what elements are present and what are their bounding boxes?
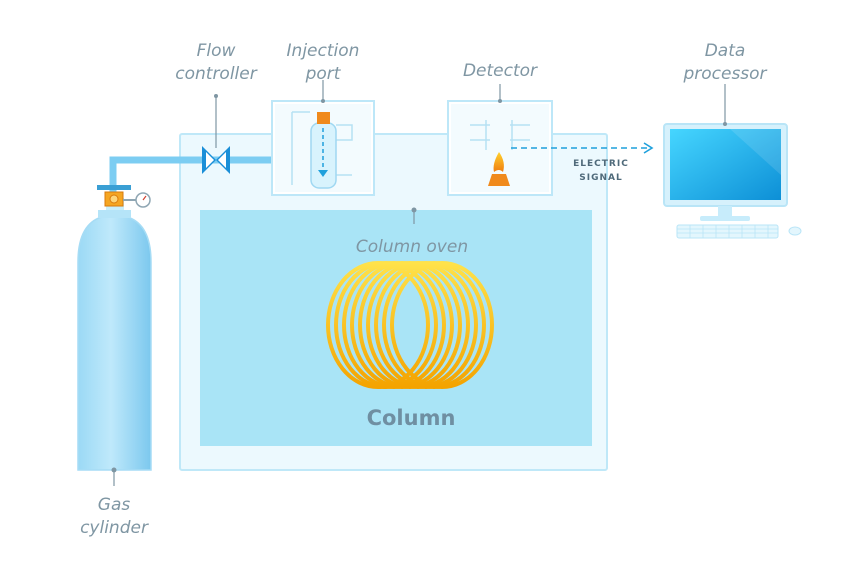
data-processor-label-line2: processor: [682, 64, 767, 84]
column-label: Column: [367, 406, 456, 430]
gas-cylinder-label-line2: cylinder: [80, 518, 149, 538]
gas-cylinder-label-line1: Gas: [98, 495, 131, 515]
flame-icon: [488, 152, 510, 186]
electric-signal-arrow: [511, 142, 654, 154]
electric-signal-label-line1: ELECTRIC: [573, 159, 629, 169]
computer-monitor-icon: [663, 84, 802, 239]
detector-label: Detector: [463, 61, 538, 81]
injection-port-label-line1: Injection: [287, 41, 360, 61]
injection-port: [271, 80, 375, 196]
column-oven-label: Column oven: [356, 237, 468, 257]
column-coil: [321, 186, 501, 389]
flow-controller-label-line1: Flow: [197, 41, 236, 61]
electric-signal-label-line2: SIGNAL: [579, 173, 622, 183]
flow-controller-label-line2: controller: [175, 64, 257, 84]
pressure-regulator-icon: [97, 185, 151, 208]
gas-cylinder: [77, 198, 152, 486]
injection-port-label-line2: port: [305, 64, 342, 84]
data-processor-label-line1: Data: [705, 41, 746, 61]
flow-controller-valve-icon: [202, 94, 230, 174]
